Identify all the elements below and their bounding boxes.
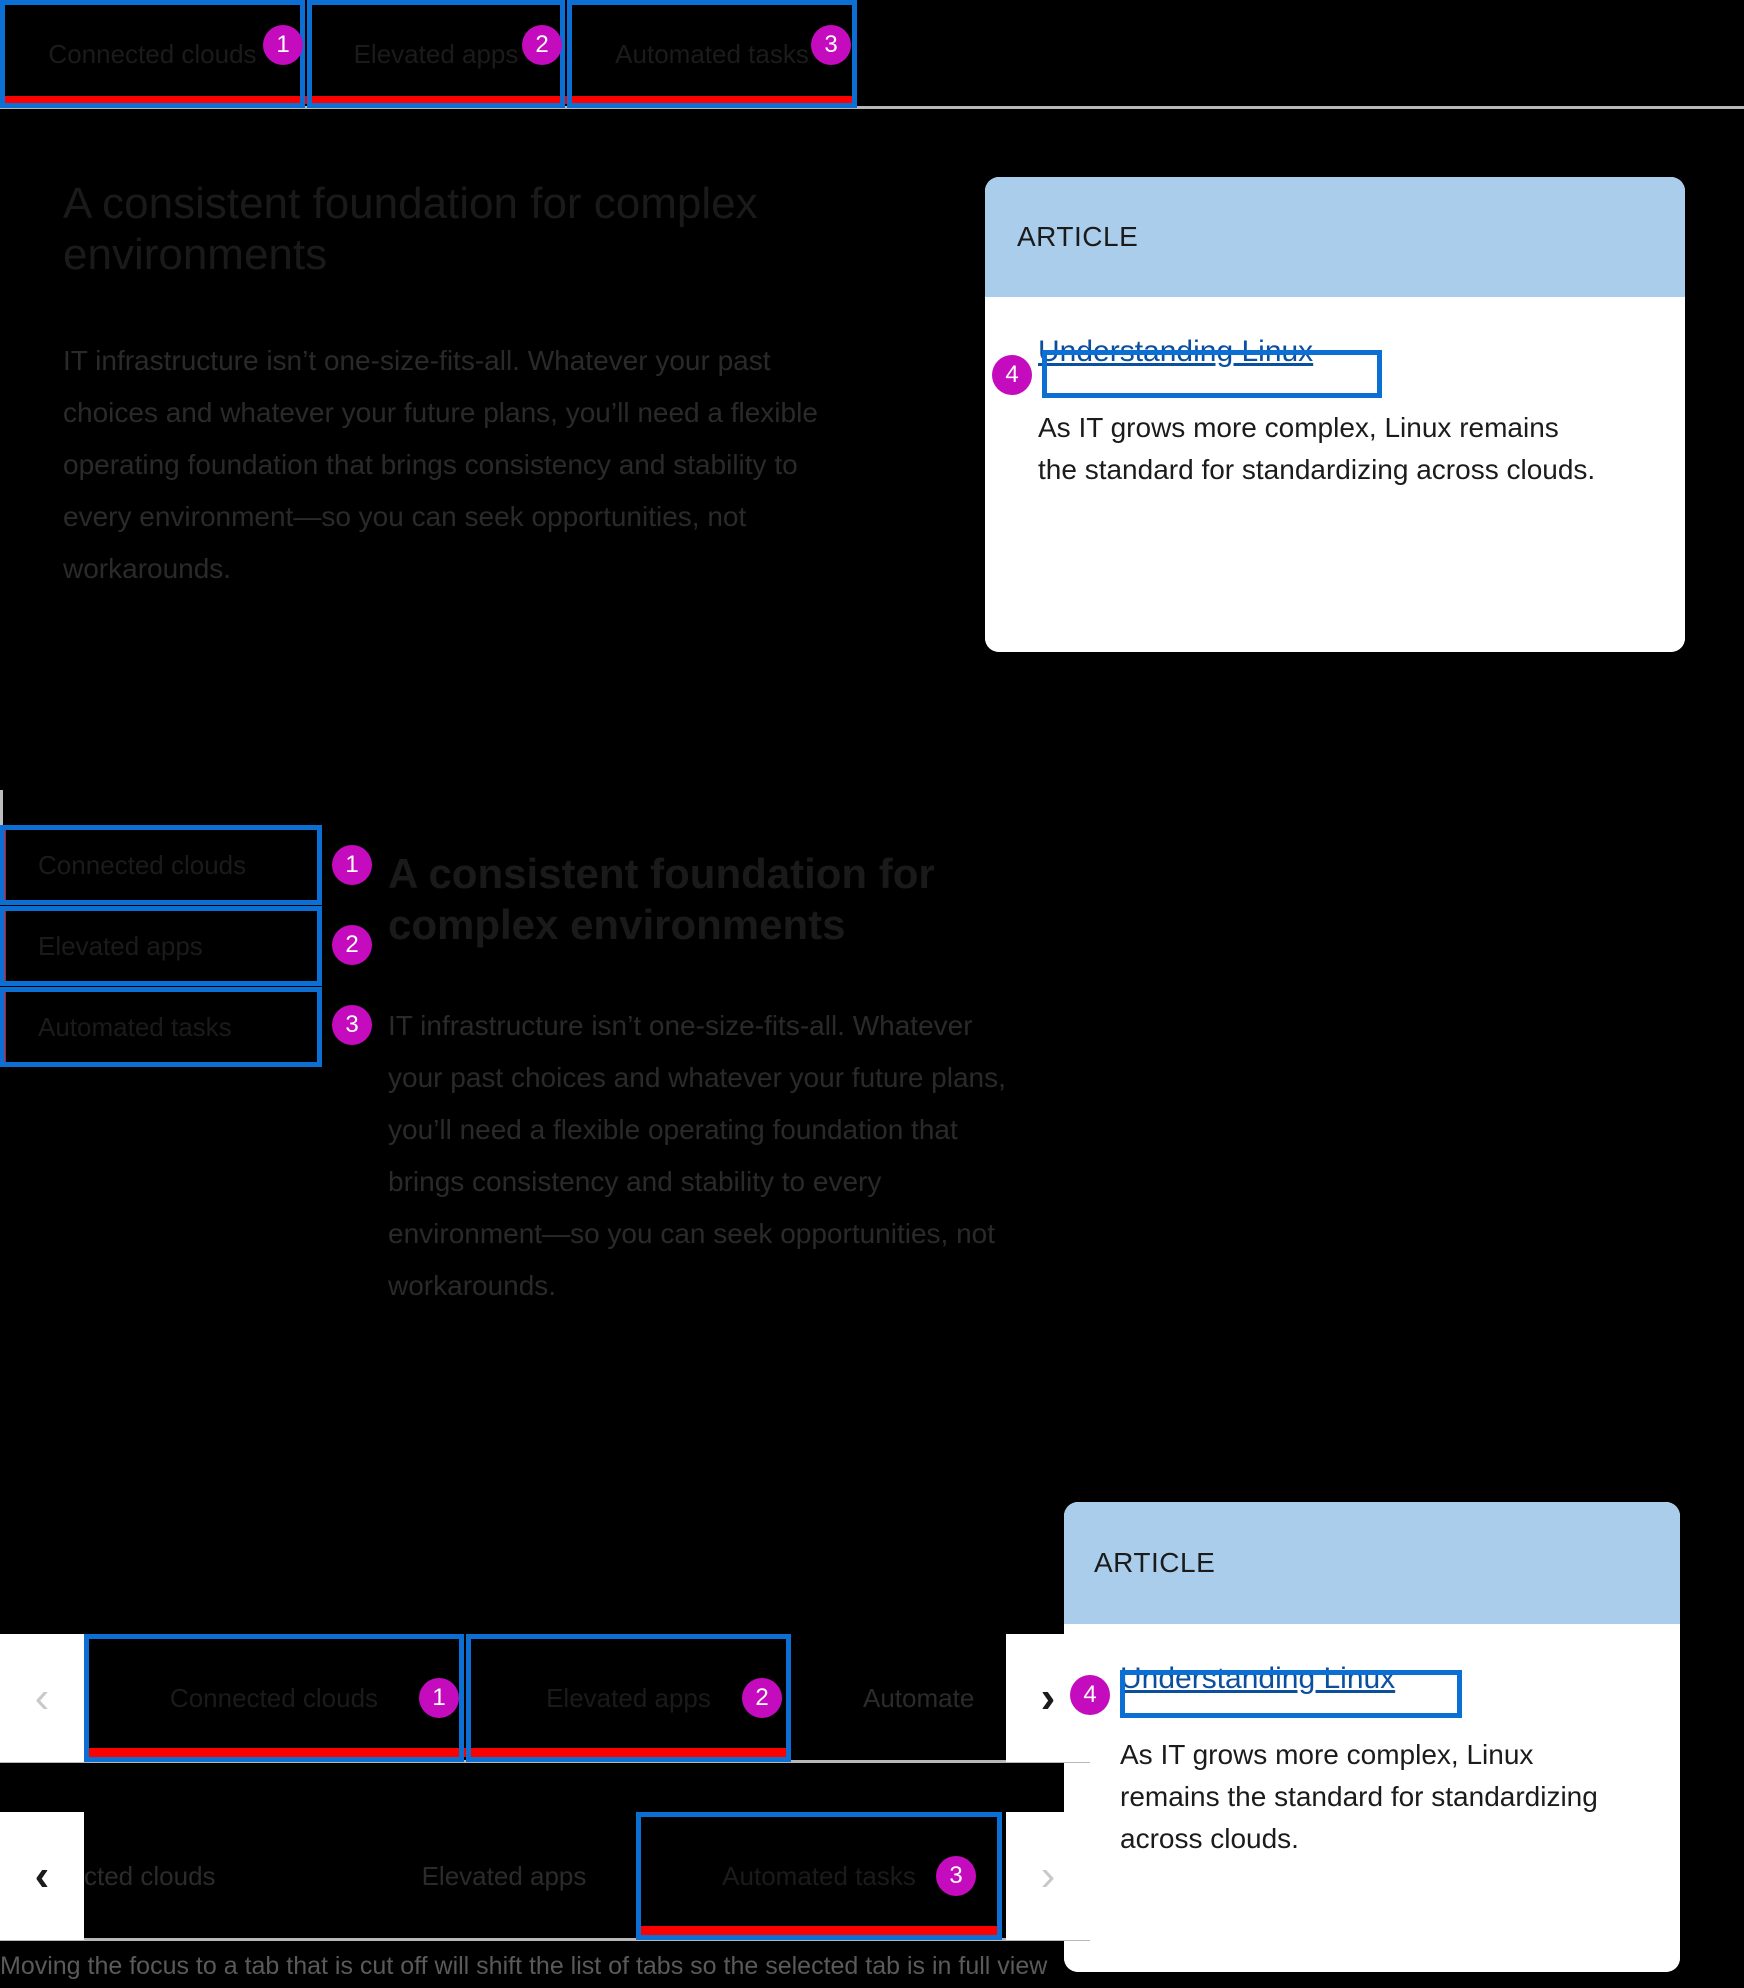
stab-label-elevated-apps: Elevated apps (546, 1682, 711, 1713)
scroll-selected-indicator-2 (636, 1926, 1002, 1935)
annotation-badge-v4: 4 (1070, 1675, 1110, 1715)
article-link-understanding-linux[interactable]: Understanding Linux (1038, 335, 1314, 368)
scroll-bottom-line-2 (0, 1938, 1090, 1941)
tab-connected-clouds[interactable]: Connected clouds (0, 0, 305, 108)
stab-label-automated-tasks-2: Automated tasks (722, 1860, 916, 1891)
scroll-left-arrow-2[interactable]: ‹ (0, 1812, 84, 1940)
stab-label-automated-tasks-cutoff: Automate (863, 1682, 975, 1713)
annotation-badge-s1: 1 (419, 1678, 459, 1718)
annotation-badge-v3: 3 (332, 1005, 372, 1045)
scroll-bottom-line-1 (0, 1760, 1090, 1763)
vertical-tablist-divider (0, 790, 3, 852)
panel-heading: A consistent foundation for complex envi… (63, 179, 758, 280)
article-card-vertical: ARTICLE Understanding Linux As IT grows … (1064, 1502, 1680, 1972)
chevron-left-icon: ‹ (34, 1851, 50, 1900)
article-description-vertical: As IT grows more complex, Linux remains … (1120, 1739, 1598, 1854)
article-card-body: Understanding Linux As IT grows more com… (985, 297, 1685, 652)
article-eyebrow-vertical: ARTICLE (1094, 1547, 1216, 1578)
horizontal-tablist: Connected clouds 1 Elevated apps 2 Autom… (0, 0, 1090, 108)
selected-tab-indicator (0, 96, 857, 104)
article-eyebrow: ARTICLE (1017, 221, 1139, 252)
annotation-badge-v1: 1 (332, 845, 372, 885)
tab-elevated-apps[interactable]: Elevated apps (307, 0, 565, 108)
vtab-automated-tasks[interactable]: Automated tasks (0, 987, 322, 1067)
vtab-label-automated-tasks: Automated tasks (38, 1011, 232, 1042)
article-card-body-vertical: Understanding Linux As IT grows more com… (1064, 1624, 1680, 1972)
vtab-selected-indicator-3 (0, 987, 6, 1067)
chevron-left-icon: ‹ (34, 1673, 50, 1722)
vtab-elevated-apps[interactable]: Elevated apps (0, 906, 322, 986)
vtab-label-elevated-apps: Elevated apps (38, 930, 203, 961)
stab-elevated-apps[interactable]: Elevated apps (466, 1634, 791, 1762)
scroll-left-arrow-1[interactable]: ‹ (0, 1634, 84, 1762)
article-card-header: ARTICLE (985, 177, 1685, 297)
tab-automated-tasks[interactable]: Automated tasks (567, 0, 857, 108)
panel-body-vertical: IT infrastructure isn’t one-size-fits-al… (388, 1010, 1006, 1302)
article-link-understanding-linux-vertical[interactable]: Understanding Linux (1120, 1662, 1396, 1695)
stab-connected-clouds[interactable]: Connected clouds (84, 1634, 464, 1762)
article-card-header-vertical: ARTICLE (1064, 1502, 1680, 1624)
stab-elevated-apps-2[interactable]: Elevated apps (374, 1812, 634, 1940)
stab-connected-clouds-cutoff[interactable]: cted clouds (84, 1812, 374, 1940)
tab-label-automated-tasks: Automated tasks (615, 38, 809, 69)
annotation-badge-v2: 2 (332, 925, 372, 965)
vtab-connected-clouds[interactable]: Connected clouds (0, 825, 322, 905)
annotation-badge-2: 2 (522, 25, 562, 65)
stab-label-connected-clouds: Connected clouds (169, 1682, 379, 1713)
panel-body: IT infrastructure isn’t one-size-fits-al… (63, 345, 818, 585)
vtab-selected-indicator-1 (0, 825, 6, 905)
annotation-badge-3: 3 (811, 25, 851, 65)
section-vertical-tabs: Connected clouds Elevated apps Automated… (0, 660, 1744, 1972)
chevron-right-icon: › (1040, 1851, 1056, 1900)
annotation-badge-1: 1 (263, 25, 303, 65)
section-horizontal-tabs: Connected clouds 1 Elevated apps 2 Autom… (0, 0, 1744, 660)
stab-label-connected-clouds-cutoff: cted clouds (84, 1860, 216, 1891)
tab-label-connected-clouds: Connected clouds (48, 38, 257, 69)
article-description: As IT grows more complex, Linux remains … (1038, 412, 1596, 485)
panel-heading-vertical: A consistent foundation for complex envi… (388, 850, 935, 949)
annotation-badge-4: 4 (992, 355, 1032, 395)
caption-scroll-shift: Moving the focus to a tab that is cut of… (0, 1952, 1048, 1980)
stab-label-elevated-apps-2: Elevated apps (421, 1860, 587, 1891)
scroll-right-arrow-2[interactable]: › (1006, 1812, 1090, 1940)
vtab-label-connected-clouds: Connected clouds (38, 849, 247, 880)
stab-automated-tasks-cutoff[interactable]: Automate (793, 1634, 1008, 1762)
scrollable-tabbar-start: Connected clouds 1 Elevated apps 2 Autom… (0, 1634, 1090, 1763)
tab-label-elevated-apps: Elevated apps (353, 38, 519, 69)
article-card: ARTICLE Understanding Linux As IT grows … (985, 177, 1685, 652)
vtab-selected-indicator-2 (0, 906, 6, 986)
scroll-selected-indicator-1 (84, 1748, 791, 1757)
scrollable-tabbar-shifted: cted clouds Elevated apps Automated task… (0, 1812, 1090, 1941)
tabstrip-divider (0, 106, 1744, 109)
annotation-badge-s3: 3 (936, 1856, 976, 1896)
annotation-badge-s2: 2 (742, 1678, 782, 1718)
chevron-right-icon: › (1040, 1673, 1056, 1722)
